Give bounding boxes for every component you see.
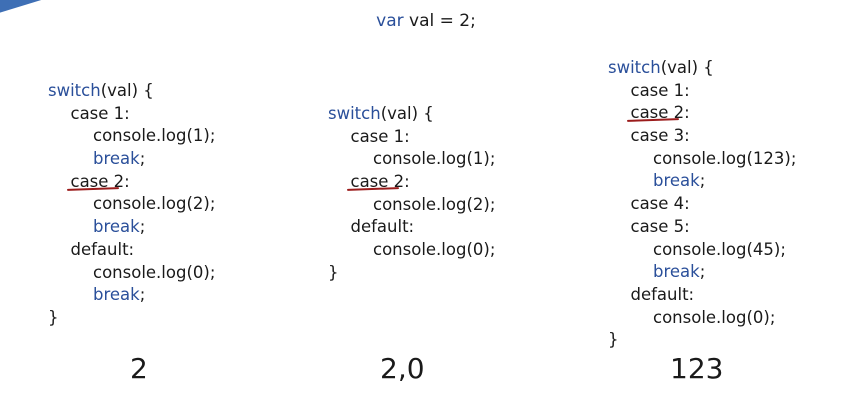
code-keyword: break <box>93 285 140 305</box>
code-line: break; <box>608 261 796 284</box>
code-line: console.log(1); <box>328 148 495 171</box>
code-line: console.log(45); <box>608 239 796 262</box>
code-block-3: switch(val) {case 1:case 2:case 3:consol… <box>608 57 796 352</box>
code-line: case 1: <box>608 80 796 103</box>
code-text: (val) { <box>380 104 434 123</box>
code-line: case 1: <box>48 103 215 126</box>
code-text: } <box>48 307 59 327</box>
code-keyword: break <box>653 171 700 191</box>
code-text: default: <box>350 217 415 237</box>
code-text: } <box>328 262 339 282</box>
code-text: console.log(2); <box>93 194 216 214</box>
code-text: (val) { <box>660 58 714 77</box>
code-text: case 1: <box>70 103 130 123</box>
code-line: console.log(123); <box>608 148 796 171</box>
code-line: case 3: <box>608 125 796 148</box>
code-keyword: switch <box>48 81 101 100</box>
code-line: case 2: <box>328 171 495 194</box>
code-text: } <box>608 330 619 350</box>
code-line: console.log(2); <box>48 193 215 216</box>
result-2: 2,0 <box>380 352 425 385</box>
code-text: console.log(1); <box>93 126 216 146</box>
code-line: console.log(1); <box>48 125 215 148</box>
code-text: case 2: <box>350 172 410 192</box>
code-line: case 4: <box>608 193 796 216</box>
code-text: case 4: <box>630 194 690 214</box>
code-line: break; <box>48 148 215 171</box>
code-text: console.log(45); <box>653 239 786 259</box>
code-text: console.log(0); <box>653 307 776 327</box>
code-text: ; <box>699 262 706 282</box>
code-line: console.log(0); <box>608 307 796 330</box>
code-text: ; <box>699 171 706 191</box>
code-text: (val) { <box>100 81 154 100</box>
code-line: case 2: <box>48 171 215 194</box>
code-keyword: break <box>93 149 140 169</box>
code-line: console.log(0); <box>48 262 215 285</box>
code-text: case 5: <box>630 216 690 236</box>
result-1: 2 <box>130 352 148 385</box>
code-line: break; <box>48 216 215 239</box>
code-text: case 1: <box>350 126 410 146</box>
code-keyword: break <box>93 217 140 237</box>
code-text: case 2: <box>70 171 130 191</box>
slide-title: var val = 2; <box>0 11 852 31</box>
code-text: console.log(1); <box>373 149 496 169</box>
code-text: default: <box>630 284 695 304</box>
code-line: switch(val) { <box>328 103 495 126</box>
code-text: console.log(0); <box>93 262 216 282</box>
code-line: default: <box>48 239 215 262</box>
code-line: } <box>48 307 215 330</box>
code-text: case 1: <box>630 80 690 100</box>
code-text: console.log(2); <box>373 194 496 214</box>
code-line: switch(val) { <box>608 57 796 80</box>
code-text: console.log(123); <box>653 148 797 168</box>
code-line: switch(val) { <box>48 80 215 103</box>
code-line: break; <box>608 170 796 193</box>
code-block-2: switch(val) {case 1:console.log(1);case … <box>328 103 495 285</box>
code-text: console.log(0); <box>373 240 496 260</box>
code-line: default: <box>328 216 495 239</box>
title-keyword: var <box>376 11 404 31</box>
code-line: case 5: <box>608 216 796 239</box>
result-3: 123 <box>670 352 724 385</box>
code-text: ; <box>139 217 146 237</box>
code-keyword: break <box>653 262 700 282</box>
code-text: case 2: <box>630 103 690 123</box>
code-line: console.log(2); <box>328 194 495 217</box>
code-text: default: <box>70 239 135 259</box>
code-text: ; <box>139 285 146 305</box>
code-line: case 2: <box>608 102 796 125</box>
code-line: console.log(0); <box>328 239 495 262</box>
code-keyword: switch <box>328 104 381 123</box>
code-line: break; <box>48 284 215 307</box>
title-text: val = 2; <box>403 11 476 31</box>
code-block-1: switch(val) {case 1:console.log(1);break… <box>48 80 215 330</box>
code-keyword: switch <box>608 58 661 77</box>
code-text: ; <box>139 149 146 169</box>
code-text: case 3: <box>630 126 690 146</box>
code-line: case 1: <box>328 126 495 149</box>
code-line: default: <box>608 284 796 307</box>
code-line: } <box>608 329 796 352</box>
code-line: } <box>328 262 495 285</box>
